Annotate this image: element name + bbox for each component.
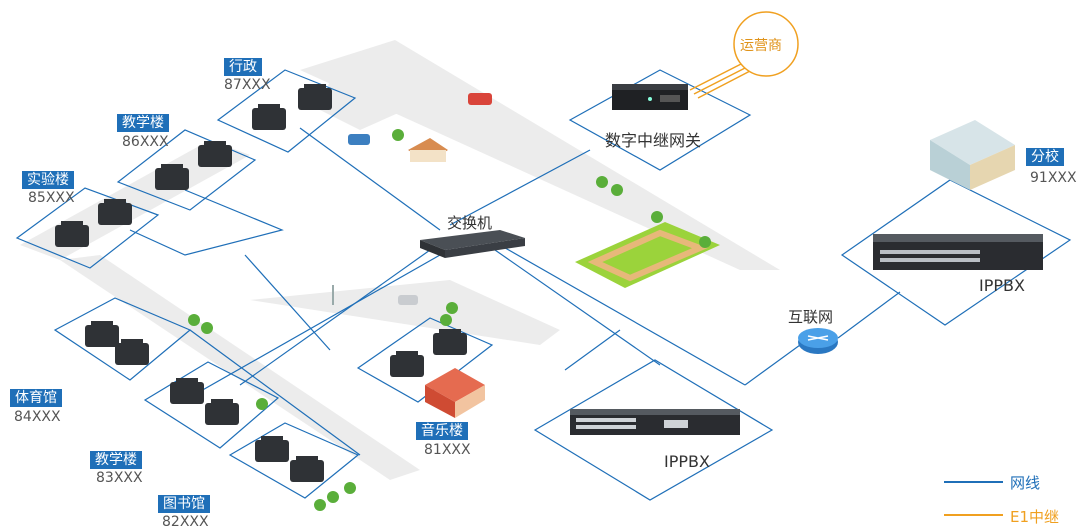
phone-icon <box>85 321 119 347</box>
legend-network-label: 网线 <box>1010 474 1041 492</box>
phone-icon <box>155 164 189 190</box>
ext-admin: 87XXX <box>224 77 271 93</box>
internet-label: 互联网 <box>788 308 834 326</box>
tree-icons <box>188 129 711 511</box>
ext-music: 81XXX <box>424 442 471 458</box>
phone-icon <box>390 351 424 377</box>
building-tag-gym: 体育馆 <box>10 389 62 407</box>
sports-field-icon <box>575 222 720 288</box>
zone-ippbx-main <box>533 359 774 501</box>
network-lines <box>15 69 1072 501</box>
zone-admin <box>216 69 357 153</box>
ext-branch: 91XXX <box>1030 170 1077 186</box>
ippbx-branch-label: IPPBX <box>979 276 1025 295</box>
zone-ippbx-branch <box>840 179 1072 326</box>
carrier-label: 运营商 <box>740 38 782 54</box>
router-icon <box>798 328 838 354</box>
car-icon <box>398 295 418 305</box>
gateway-label: 数字中继网关 <box>605 131 702 150</box>
ext-lab: 85XXX <box>28 190 75 206</box>
ext-teach1: 86XXX <box>122 134 169 150</box>
building-tag-teach2: 教学楼 <box>90 451 142 469</box>
phone-icon <box>298 84 332 110</box>
legend-e1-label: E1中继 <box>1010 508 1060 526</box>
ip-phones <box>55 84 467 482</box>
building-tag-lab: 实验楼 <box>22 171 74 189</box>
phone-icon <box>433 329 467 355</box>
zone-lab <box>15 187 160 269</box>
building-tag-branch: 分校 <box>1026 148 1064 166</box>
phone-icon <box>98 199 132 225</box>
phone-icon <box>205 399 239 425</box>
music-building-icon <box>425 368 485 418</box>
e1-trunk-lines <box>689 61 753 99</box>
phone-icon <box>115 339 149 365</box>
building-tag-music: 音乐楼 <box>416 422 468 440</box>
gateway-device-icon <box>612 84 688 110</box>
branch-building-icon <box>930 120 1015 190</box>
phone-icon <box>55 221 89 247</box>
building-tag-admin: 行政 <box>224 58 262 76</box>
ippbx-main-label: IPPBX <box>664 452 710 471</box>
zone-music <box>356 317 494 403</box>
car-icon <box>348 134 370 145</box>
phone-icon <box>252 104 286 130</box>
switch-device-icon <box>420 230 525 258</box>
zone-teach1 <box>116 129 257 211</box>
ippbx-branch-device-icon <box>873 234 1043 270</box>
carrier-circle <box>733 11 799 77</box>
house-icon <box>408 138 448 162</box>
zone-library <box>228 422 360 499</box>
phone-icon <box>290 456 324 482</box>
switch-label: 交换机 <box>447 214 493 232</box>
phone-icon <box>198 141 232 167</box>
ippbx-main-device-icon <box>570 409 740 435</box>
ext-gym: 84XXX <box>14 409 61 425</box>
building-tag-teach1: 教学楼 <box>117 114 169 132</box>
phone-icon <box>170 378 204 404</box>
car-icon <box>468 93 492 105</box>
zone-teach2 <box>143 361 280 449</box>
phone-icon <box>255 436 289 462</box>
ext-teach2: 83XXX <box>96 470 143 486</box>
building-tag-library: 图书馆 <box>158 495 210 513</box>
ext-library: 82XXX <box>162 514 209 530</box>
